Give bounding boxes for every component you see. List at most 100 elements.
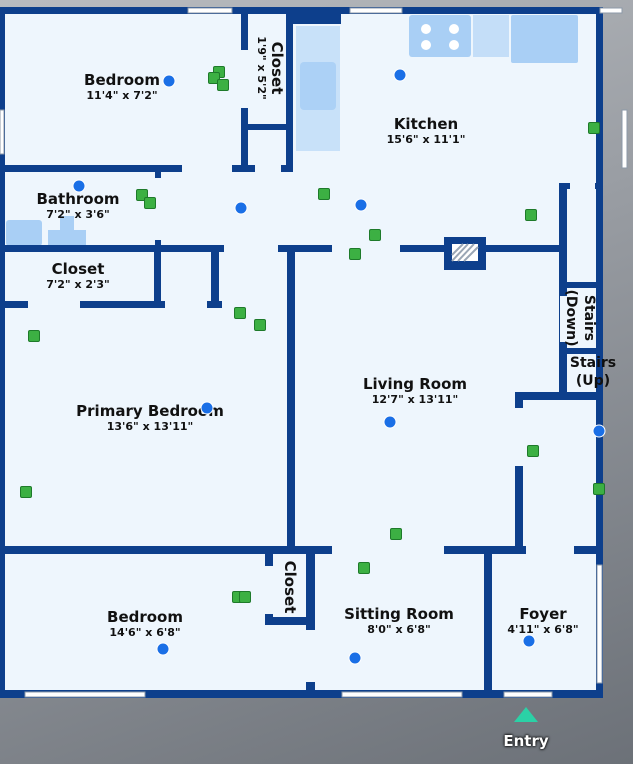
wall: [0, 546, 332, 554]
doorway: [515, 408, 523, 466]
wall-bottom: [0, 690, 603, 698]
photo-marker[interactable]: [527, 445, 539, 457]
doorway: [306, 630, 315, 682]
doorway: [526, 546, 574, 554]
room-dimensions: 8'0" x 6'8": [367, 623, 431, 636]
window: [0, 109, 5, 155]
wall-top: [0, 7, 603, 14]
photo-marker[interactable]: [239, 591, 251, 603]
burner-icon: [449, 40, 459, 50]
toilet: [48, 230, 86, 246]
wall: [0, 165, 293, 172]
camera-point[interactable]: [163, 75, 175, 87]
camera-point[interactable]: [355, 199, 367, 211]
room-dimensions: 7'2" x 2'3": [46, 278, 110, 291]
photo-marker[interactable]: [217, 79, 229, 91]
hatch-icon: [451, 243, 479, 262]
burner-icon: [421, 40, 431, 50]
burner-icon: [421, 24, 431, 34]
photo-marker[interactable]: [525, 209, 537, 221]
room-name: Bedroom: [84, 71, 160, 89]
room-dimensions: 7'2" x 3'6": [46, 208, 110, 221]
room-dimensions: 11'4" x 7'2": [86, 89, 158, 102]
room-dimensions: 15'6" x 11'1": [386, 133, 466, 146]
burner-icon: [449, 24, 459, 34]
room-label-bedroom-bottom: Bedroom 14'6" x 6'8": [107, 608, 183, 640]
window: [341, 691, 463, 698]
doorway: [155, 178, 161, 240]
room-name: Primary Bedroom: [76, 402, 224, 420]
camera-point[interactable]: [73, 180, 85, 192]
room-name: Bedroom: [107, 608, 183, 626]
wall: [0, 301, 222, 308]
camera-point[interactable]: [593, 425, 605, 437]
photo-marker[interactable]: [593, 483, 605, 495]
camera-point[interactable]: [523, 635, 535, 647]
photo-marker[interactable]: [318, 188, 330, 200]
doorway: [570, 183, 595, 189]
room-dimensions: 4'11" x 6'8": [507, 623, 579, 636]
room-label-stairs-down: Stairs (Down): [562, 288, 598, 348]
kitchen-cabinet: [473, 15, 509, 57]
doorway: [28, 301, 80, 308]
wall: [293, 14, 341, 24]
room-name: Kitchen: [393, 115, 459, 133]
photo-marker[interactable]: [20, 486, 32, 498]
stove: [409, 15, 471, 57]
room-label-living-room: Living Room 12'7" x 13'11": [363, 375, 467, 407]
room-name: Foyer: [519, 605, 567, 623]
camera-point[interactable]: [394, 69, 406, 81]
toilet-tank: [60, 216, 74, 230]
wall: [559, 282, 598, 288]
wall: [559, 348, 598, 354]
room-name: Closet: [51, 260, 105, 278]
wall: [287, 245, 295, 550]
room-label-closet-top: Closet 1'9" x 5'2": [254, 36, 286, 100]
camera-point[interactable]: [235, 202, 247, 214]
photo-marker[interactable]: [390, 528, 402, 540]
room-dimensions: 12'7" x 13'11": [371, 393, 459, 406]
wall: [286, 14, 293, 169]
wall: [515, 392, 523, 550]
wall: [484, 554, 492, 698]
window: [596, 564, 603, 684]
camera-point[interactable]: [201, 402, 213, 414]
bathroom-sink: [6, 220, 42, 246]
window: [187, 7, 233, 14]
room-dimensions: 14'6" x 6'8": [109, 626, 181, 639]
entry-arrow-icon[interactable]: [514, 707, 538, 722]
room-dimensions: 13'6" x 13'11": [106, 420, 194, 433]
doorway: [332, 546, 444, 554]
room-name: Sitting Room: [344, 605, 454, 623]
photo-marker[interactable]: [349, 248, 361, 260]
photo-marker[interactable]: [254, 319, 266, 331]
photo-marker[interactable]: [358, 562, 370, 574]
room-name: Closet: [268, 41, 286, 95]
camera-point[interactable]: [349, 652, 361, 664]
photo-marker[interactable]: [588, 122, 600, 134]
wall-left: [0, 7, 5, 698]
photo-marker[interactable]: [369, 229, 381, 241]
doorway: [182, 165, 232, 172]
room-dimensions: 1'9" x 5'2": [255, 36, 268, 100]
camera-point[interactable]: [384, 416, 396, 428]
room-label-stairs-up: Stairs (Up): [568, 354, 618, 390]
doorway: [265, 566, 273, 614]
window: [621, 109, 628, 169]
room-label-closet-bottom: Closet: [281, 561, 299, 614]
window: [24, 691, 146, 698]
room-label-bathroom: Bathroom 7'2" x 3'6": [36, 190, 119, 222]
camera-point[interactable]: [157, 643, 169, 655]
room-name: Bathroom: [36, 190, 120, 208]
room-label-sitting-room: Sitting Room 8'0" x 6'8": [344, 605, 454, 637]
wall: [515, 392, 598, 400]
room-label-closet-mid: Closet 7'2" x 2'3": [46, 260, 110, 292]
room-label-primary-bedroom: Primary Bedroom 13'6" x 13'11": [76, 402, 224, 434]
photo-marker[interactable]: [234, 307, 246, 319]
photo-marker[interactable]: [144, 197, 156, 209]
wall-right: [596, 7, 603, 698]
photo-marker[interactable]: [28, 330, 40, 342]
entry-label: Entry: [503, 732, 549, 750]
wall: [0, 245, 332, 252]
